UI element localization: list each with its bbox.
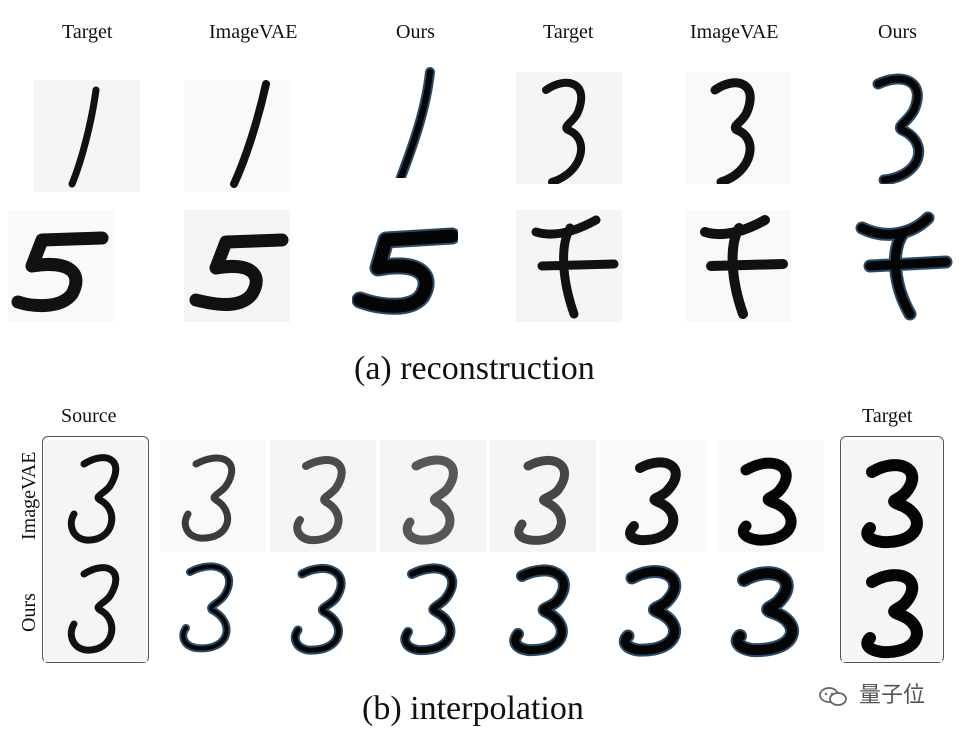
recon-digit-3-ours	[850, 72, 956, 184]
interp-imagevae-step-2	[270, 440, 376, 552]
interp-imagevae-step-3	[380, 440, 486, 552]
watermark-text: 量子位	[859, 683, 926, 708]
target-frame	[840, 436, 944, 663]
interp-imagevae-step-1	[160, 440, 266, 552]
recon-digit-1-target	[34, 80, 140, 192]
interp-ours-step-2	[270, 550, 376, 662]
header-target-1: Target	[62, 21, 113, 43]
row-label-imagevae: ImageVAE	[18, 451, 40, 541]
label-source: Source	[61, 405, 117, 427]
header-imagevae-1: ImageVAE	[209, 21, 298, 43]
row-label-ours: Ours	[18, 593, 40, 632]
recon-digit-7-imagevae	[685, 210, 791, 322]
wechat-icon	[819, 687, 847, 706]
header-ours-1: Ours	[396, 21, 435, 43]
recon-digit-7-ours	[850, 210, 956, 322]
label-target: Target	[862, 405, 913, 427]
interp-ours-step-4	[490, 550, 596, 662]
header-imagevae-2: ImageVAE	[690, 21, 779, 43]
interp-ours-step-5	[600, 550, 706, 662]
source-frame	[42, 436, 149, 663]
caption-reconstruction: (a) reconstruction	[354, 350, 595, 387]
interp-ours-step-1	[160, 550, 266, 662]
interp-ours-step-6	[718, 550, 824, 662]
caption-interpolation: (b) interpolation	[362, 690, 584, 727]
recon-digit-3-imagevae	[685, 72, 791, 184]
interp-imagevae-source	[44, 440, 147, 552]
interp-imagevae-target	[842, 440, 942, 552]
interp-ours-source	[44, 550, 147, 662]
recon-digit-1-imagevae	[184, 80, 290, 192]
recon-digit-5-imagevae	[184, 210, 290, 322]
recon-digit-1-ours	[368, 66, 474, 178]
interp-imagevae-step-4	[490, 440, 596, 552]
watermark: 量子位	[818, 677, 925, 709]
recon-digit-3-target	[516, 72, 622, 184]
interp-imagevae-step-5	[600, 440, 706, 552]
header-ours-2: Ours	[878, 21, 917, 43]
header-target-2: Target	[543, 21, 594, 43]
recon-digit-5-ours	[352, 210, 458, 322]
recon-digit-7-target	[516, 210, 622, 322]
recon-digit-5-target	[8, 210, 114, 322]
interp-imagevae-step-6	[718, 440, 824, 552]
interp-ours-step-3	[380, 550, 486, 662]
interp-ours-target	[842, 550, 942, 662]
